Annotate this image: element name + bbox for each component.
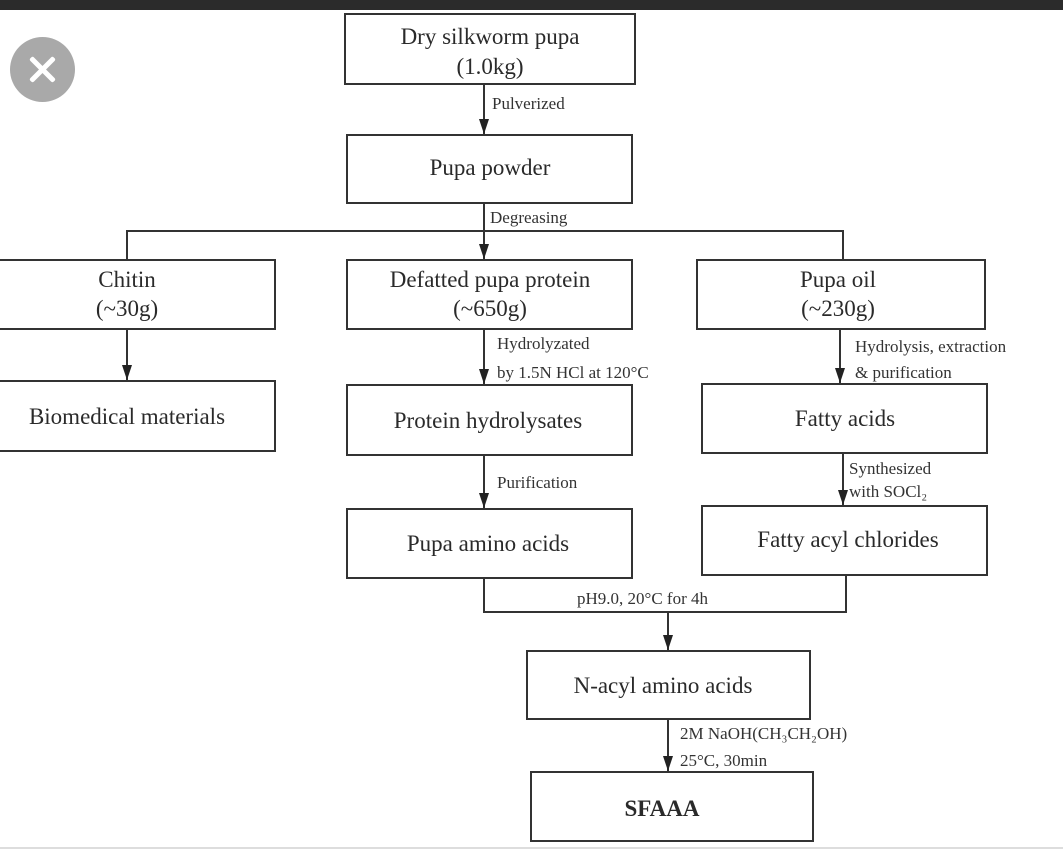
edge-label-synthesized-1: Synthesized <box>849 459 932 478</box>
close-x-icon[interactable] <box>10 37 75 102</box>
arrowhead <box>838 490 848 505</box>
edge-label-degreasing: Degreasing <box>490 208 568 227</box>
arrowhead <box>663 756 673 771</box>
edge-label-hydrolyzated-1: Hydrolyzated <box>497 334 590 353</box>
edge-label-hydrolysis-2: & purification <box>855 363 952 382</box>
node-label: N-acyl amino acids <box>574 673 753 698</box>
arrowhead <box>479 119 489 134</box>
node-dry-pupa: Dry silkworm pupa (1.0kg) <box>344 13 636 85</box>
edge-label-hydrolysis-1: Hydrolysis, extraction <box>855 337 1007 356</box>
node-sublabel: (~650g) <box>453 296 527 321</box>
branch-line <box>126 230 844 259</box>
node-biomedical: Biomedical materials <box>0 380 276 452</box>
node-amino-acids: Pupa amino acids <box>346 508 633 579</box>
node-label: Pupa powder <box>430 155 551 180</box>
node-pupa-powder: Pupa powder <box>346 134 633 204</box>
node-label: Dry silkworm pupa <box>401 24 580 49</box>
node-protein-hydrolysates: Protein hydrolysates <box>346 384 633 456</box>
node-label: SFAAA <box>625 796 700 821</box>
node-pupa-oil: Pupa oil (~230g) <box>696 259 986 330</box>
node-label: Fatty acids <box>795 406 895 431</box>
edge-label-purification: Purification <box>497 473 578 492</box>
divider <box>0 847 1063 849</box>
arrowhead <box>479 369 489 384</box>
node-sublabel: (~30g) <box>96 296 158 321</box>
node-label: Pupa oil <box>800 267 876 292</box>
arrowhead <box>479 244 489 259</box>
node-label: Chitin <box>98 267 156 292</box>
node-fatty-acids: Fatty acids <box>701 383 988 454</box>
node-label: Pupa amino acids <box>407 531 569 556</box>
node-defatted-protein: Defatted pupa protein (~650g) <box>346 259 633 330</box>
node-sfaaa: SFAAA <box>530 771 814 842</box>
edge-label-condensation: pH9.0, 20°C for 4h <box>577 589 708 608</box>
arrowhead <box>479 493 489 508</box>
edge-label-saponification-2: 25°C, 30min <box>680 751 768 770</box>
edge-label-synthesized-2: with SOCl₂ <box>849 482 927 501</box>
merge-line <box>483 575 847 613</box>
connectors <box>122 84 848 771</box>
node-label: Protein hydrolysates <box>394 408 582 433</box>
node-label: Biomedical materials <box>29 404 225 429</box>
node-chitin: Chitin (~30g) <box>0 259 276 330</box>
arrowhead <box>835 368 845 383</box>
edge-label-pulverized: Pulverized <box>492 94 565 113</box>
node-acyl-chlorides: Fatty acyl chlorides <box>701 505 988 576</box>
edge-label-saponification-1: 2M NaOH(CH₃CH₂OH) <box>680 724 847 743</box>
node-label: Defatted pupa protein <box>390 267 591 292</box>
node-sublabel: (1.0kg) <box>456 54 523 79</box>
edge-label-hydrolyzated-2: by 1.5N HCl at 120°C <box>497 363 649 382</box>
arrowhead <box>122 365 132 380</box>
node-sublabel: (~230g) <box>801 296 875 321</box>
viewer-top-bar <box>0 0 1063 10</box>
node-n-acyl: N-acyl amino acids <box>526 650 811 720</box>
node-label: Fatty acyl chlorides <box>757 527 938 552</box>
arrowhead <box>663 635 673 650</box>
